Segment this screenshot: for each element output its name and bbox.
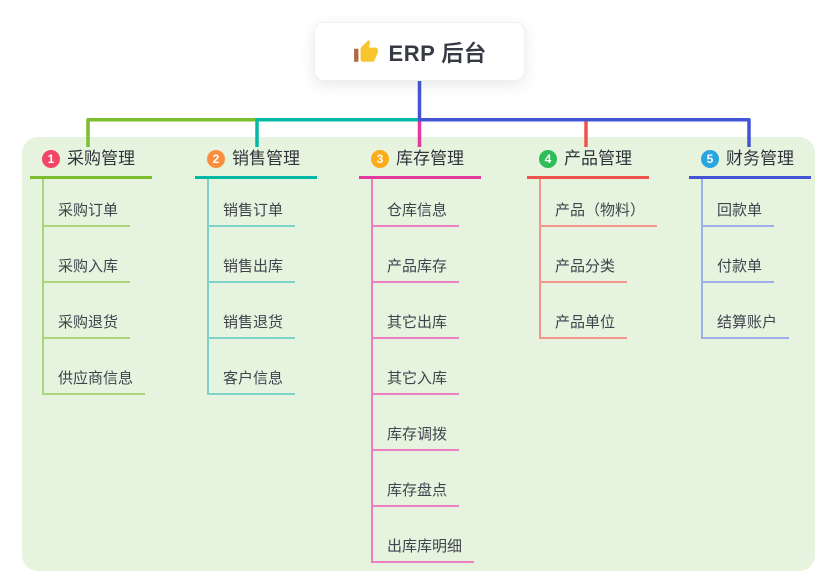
mindmap-child-node[interactable]: 采购订单 xyxy=(42,179,131,227)
branch-title: 财务管理 xyxy=(726,149,794,168)
mindmap-child-node[interactable]: 采购退货 xyxy=(42,283,131,339)
branch-title: 销售管理 xyxy=(232,149,300,168)
branch-purchase-children: 采购订单 采购入库 采购退货 供应商信息 xyxy=(42,179,146,395)
branch-product: 4 产品管理 产品（物料） 产品分类 产品单位 xyxy=(527,146,658,339)
mindmap-child-node[interactable]: 库存盘点 xyxy=(371,451,460,507)
branch-finance-header[interactable]: 5 财务管理 xyxy=(689,146,811,179)
mindmap-child-node[interactable]: 结算账户 xyxy=(701,283,790,339)
root-node[interactable]: ERP 后台 xyxy=(314,22,525,81)
mindmap-child-node[interactable]: 产品（物料） xyxy=(539,179,658,227)
branch-product-children: 产品（物料） 产品分类 产品单位 xyxy=(539,179,658,339)
mindmap-child-node[interactable]: 产品分类 xyxy=(539,227,628,283)
mindmap-child-node[interactable]: 出库库明细 xyxy=(371,507,475,563)
branch-number-badge: 3 xyxy=(371,150,389,168)
branch-purchase-header[interactable]: 1 采购管理 xyxy=(30,146,152,179)
branch-finance-children: 回款单 付款单 结算账户 xyxy=(701,179,790,339)
branch-inventory-children: 仓库信息 产品库存 其它出库 其它入库 库存调拨 库存盘点 出库库明细 xyxy=(371,179,475,563)
branch-finance: 5 财务管理 回款单 付款单 结算账户 xyxy=(689,146,811,339)
branch-title: 库存管理 xyxy=(396,149,464,168)
mindmap-child-node[interactable]: 供应商信息 xyxy=(42,339,146,395)
mindmap-child-node[interactable]: 销售退货 xyxy=(207,283,296,339)
mindmap-child-node[interactable]: 其它出库 xyxy=(371,283,460,339)
mindmap-child-node[interactable]: 产品单位 xyxy=(539,283,628,339)
branch-inventory: 3 库存管理 仓库信息 产品库存 其它出库 其它入库 库存调拨 库存盘点 出库库… xyxy=(359,146,481,563)
mindmap-child-node[interactable]: 回款单 xyxy=(701,179,775,227)
branch-product-header[interactable]: 4 产品管理 xyxy=(527,146,649,179)
branch-number-badge: 1 xyxy=(42,150,60,168)
branch-title: 产品管理 xyxy=(564,149,632,168)
mindmap-child-node[interactable]: 付款单 xyxy=(701,227,775,283)
mindmap-child-node[interactable]: 其它入库 xyxy=(371,339,460,395)
mindmap-child-node[interactable]: 仓库信息 xyxy=(371,179,460,227)
mindmap-child-node[interactable]: 销售订单 xyxy=(207,179,296,227)
mindmap-child-node[interactable]: 采购入库 xyxy=(42,227,131,283)
branch-sales-children: 销售订单 销售出库 销售退货 客户信息 xyxy=(207,179,296,395)
mindmap-child-node[interactable]: 库存调拨 xyxy=(371,395,460,451)
branch-number-badge: 5 xyxy=(701,150,719,168)
branch-number-badge: 4 xyxy=(539,150,557,168)
branch-inventory-header[interactable]: 3 库存管理 xyxy=(359,146,481,179)
branch-sales-header[interactable]: 2 销售管理 xyxy=(195,146,317,179)
canvas-panel xyxy=(22,137,815,571)
mindmap-child-node[interactable]: 产品库存 xyxy=(371,227,460,283)
branch-number-badge: 2 xyxy=(207,150,225,168)
branch-title: 采购管理 xyxy=(67,149,135,168)
thumbs-up-icon xyxy=(353,39,378,62)
mindmap-child-node[interactable]: 销售出库 xyxy=(207,227,296,283)
mindmap-child-node[interactable]: 客户信息 xyxy=(207,339,296,395)
branch-sales: 2 销售管理 销售订单 销售出库 销售退货 客户信息 xyxy=(195,146,317,395)
root-title: ERP 后台 xyxy=(388,40,487,66)
branch-purchase: 1 采购管理 采购订单 采购入库 采购退货 供应商信息 xyxy=(30,146,152,395)
